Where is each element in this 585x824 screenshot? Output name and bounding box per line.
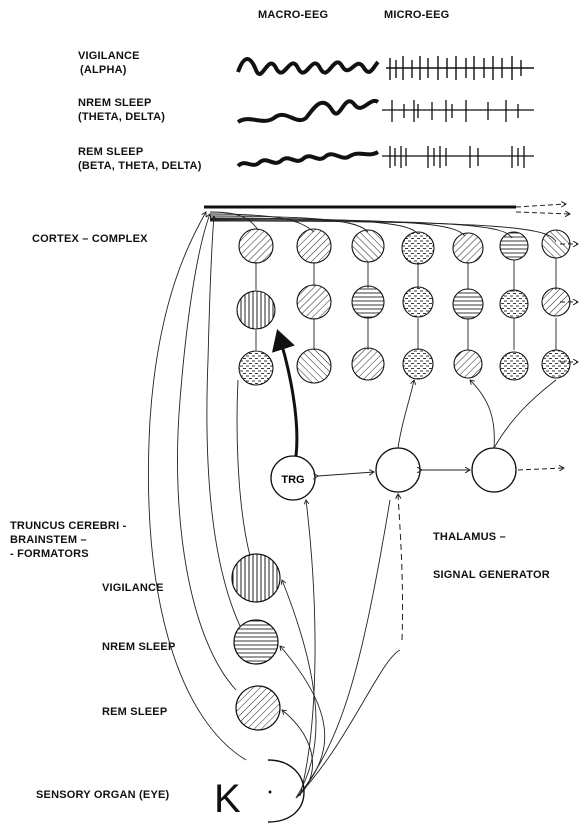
trg-label: TRG	[281, 474, 304, 486]
eye-shape	[268, 760, 304, 822]
cortex-circle	[542, 230, 570, 258]
cortex-circle	[297, 229, 331, 263]
micro-eeg-nrem	[382, 100, 534, 122]
cortex-circle	[402, 232, 434, 264]
thalamus-links	[318, 468, 564, 476]
cortex-circle	[297, 349, 331, 383]
thalamus-node	[472, 448, 516, 492]
cortex-circle	[403, 349, 433, 379]
thalamus-nodes	[271, 448, 516, 500]
ascending-fibers	[148, 212, 250, 760]
cortex-circle	[237, 291, 275, 329]
cortex-circle	[542, 288, 570, 316]
cortex-circle	[352, 348, 384, 380]
cortex-circle	[239, 351, 273, 385]
cortex-circle	[239, 229, 273, 263]
cortex-circle	[500, 232, 528, 260]
macro-wave-nrem	[238, 101, 378, 122]
cortex-circle	[542, 350, 570, 378]
cortex-circle	[297, 285, 331, 319]
eye-symbol: K	[214, 777, 241, 821]
macro-wave-vigilance	[238, 59, 378, 74]
thalamus-node	[376, 448, 420, 492]
macro-wave-rem	[238, 152, 378, 166]
cortex-circle	[500, 352, 528, 380]
vigilance-formator-circle	[232, 554, 280, 602]
cortex-circle	[453, 233, 483, 263]
trg-to-cortex-arrow	[278, 332, 297, 456]
brainstem-circles	[232, 554, 280, 730]
rem-formator-circle	[236, 686, 280, 730]
cortex-circle	[454, 350, 482, 378]
cortex-circle	[352, 230, 384, 262]
micro-eeg-rem	[382, 146, 534, 168]
cortex-circle	[500, 290, 528, 318]
nrem-formator-circle	[234, 620, 278, 664]
thalamus-input-dashed	[398, 494, 403, 640]
cortex-circle	[352, 286, 384, 318]
eye-pupil	[269, 791, 272, 794]
thalamus-to-cortex	[398, 380, 556, 448]
micro-eeg-vigilance	[386, 56, 534, 80]
eye-fibers	[280, 500, 400, 798]
cortex-circle	[403, 287, 433, 317]
cortex-circle	[453, 289, 483, 319]
cortex-outputs	[516, 204, 578, 362]
